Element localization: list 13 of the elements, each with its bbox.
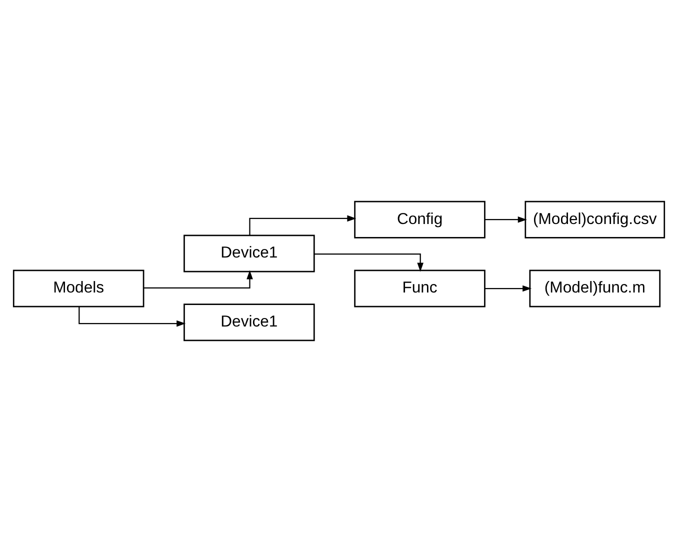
node-box: (Model)func.m [529,269,661,307]
node-box: Device1 [184,234,315,272]
arrow [485,284,532,292]
arrow [485,216,527,222]
node-box: (Model)config.csv [524,200,666,238]
node-box: Models [12,269,144,307]
arrow [314,253,424,272]
node-box: Device1 [184,303,315,341]
node-box: Func [354,269,486,307]
arrow [249,214,356,235]
arrow [144,270,253,288]
node-box: Config [354,200,486,238]
arrow [78,306,186,326]
